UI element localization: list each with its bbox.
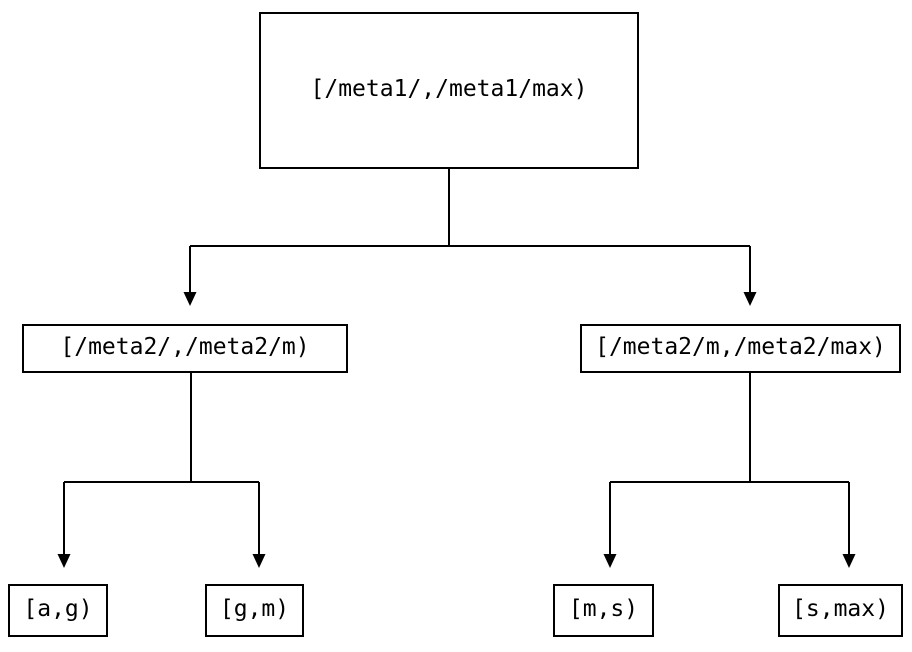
arrowhead-icon-root-left [183,292,197,306]
node-leaf-ag-label: [a,g) [23,596,93,622]
node-root-label: [/meta1/,/meta1/max) [310,76,588,102]
arrowhead-icon-leaf-ms [603,554,617,568]
node-leaf-smax-label: [s,max) [792,596,889,622]
node-leaf-ms-label: [m,s) [568,596,639,622]
node-meta2-left-label: [/meta2/,/meta2/m) [60,334,310,360]
arrowhead-icon-leaf-ag [57,554,71,568]
node-leaf-smax[interactable]: [s,max) [778,584,903,637]
edge-meta2right-to-leaves [603,373,856,568]
node-root[interactable]: [/meta1/,/meta1/max) [259,12,639,169]
arrowhead-icon-leaf-gm [252,554,266,568]
edge-meta2left-to-leaves [57,373,266,568]
node-leaf-ms[interactable]: [m,s) [553,584,654,637]
edge-root-to-level1 [183,169,757,306]
node-leaf-gm[interactable]: [g,m) [205,584,304,637]
node-leaf-gm-label: [g,m) [219,596,290,622]
node-meta2-right[interactable]: [/meta2/m,/meta2/max) [580,324,901,373]
node-meta2-right-label: [/meta2/m,/meta2/max) [595,334,886,360]
arrowhead-icon-root-right [743,292,757,306]
node-leaf-ag[interactable]: [a,g) [8,584,108,637]
node-meta2-left[interactable]: [/meta2/,/meta2/m) [22,324,348,373]
arrowhead-icon-leaf-smax [842,554,856,568]
